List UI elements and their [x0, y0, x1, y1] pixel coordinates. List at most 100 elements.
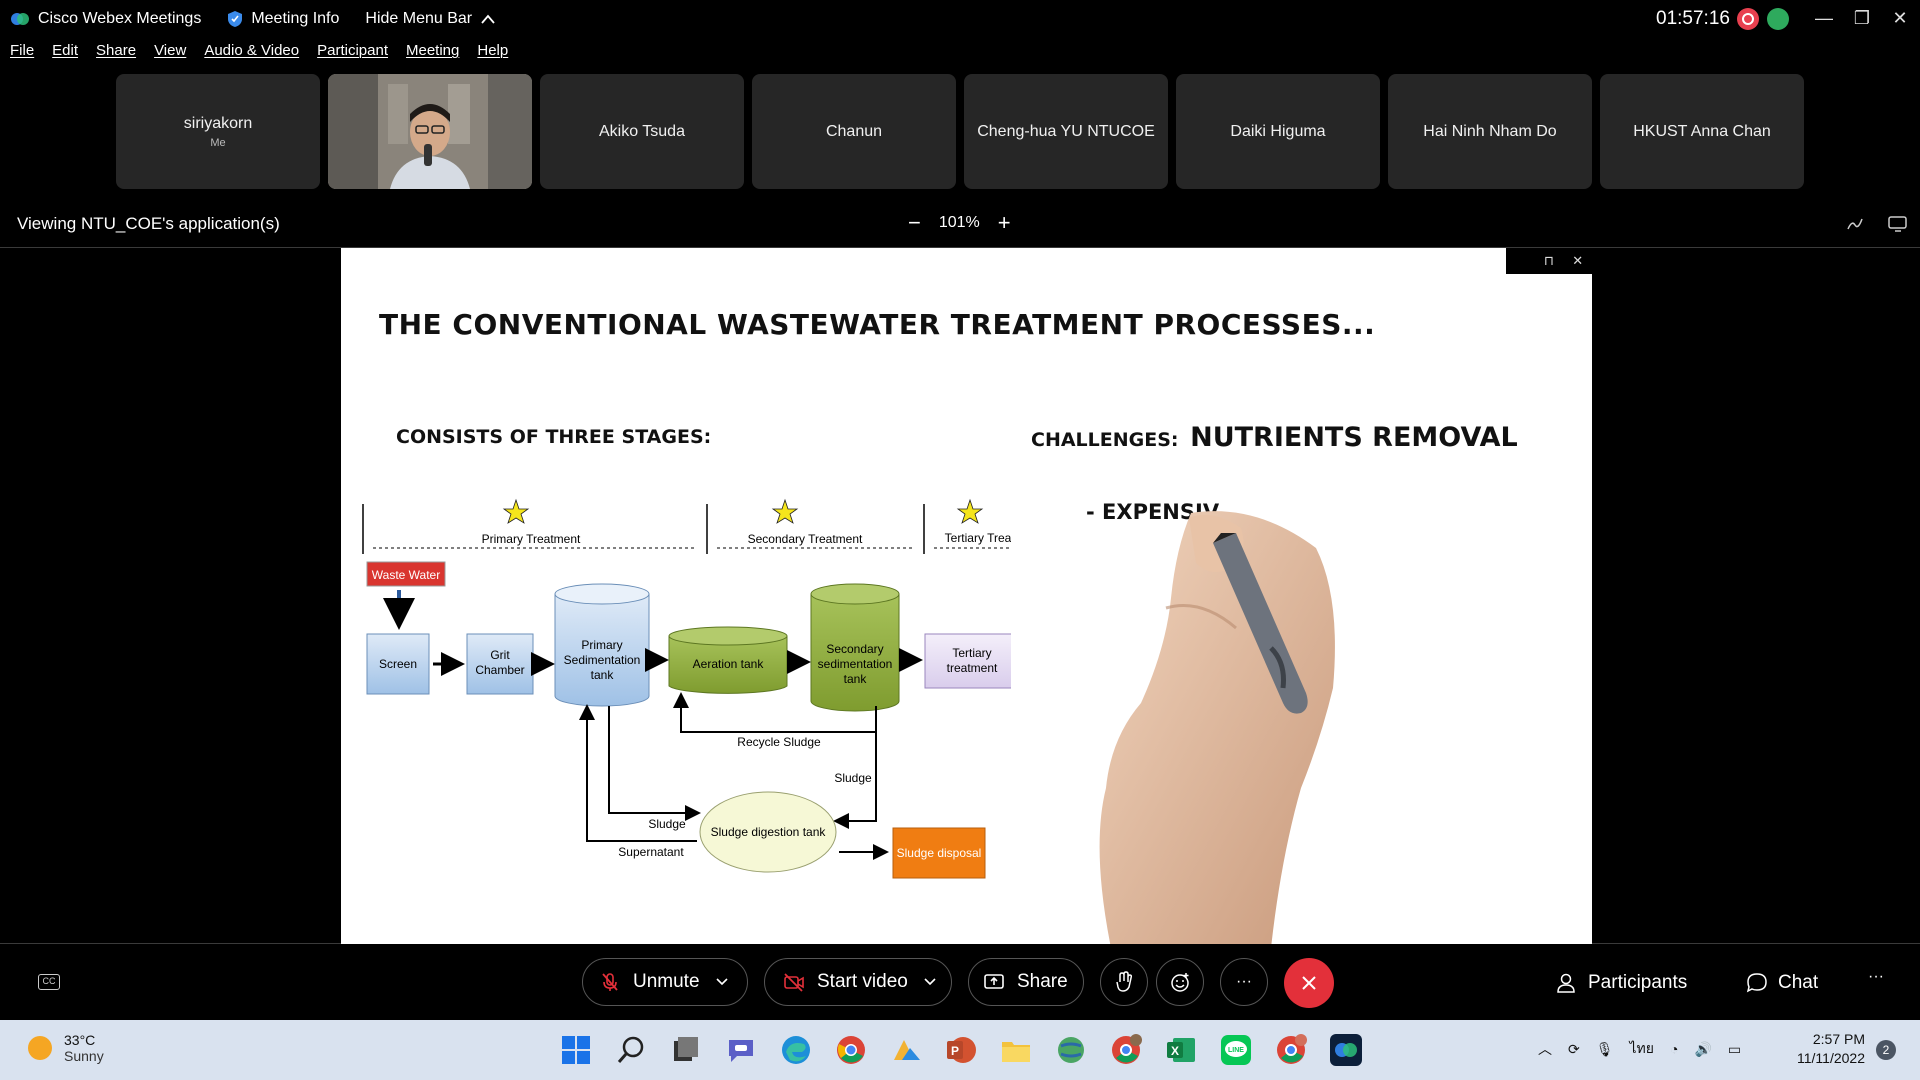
- powerpoint-icon[interactable]: P: [943, 1032, 979, 1068]
- wifi-icon[interactable]: ◔: [1670, 1041, 1679, 1057]
- participant-name: Cheng-hua YU NTUCOE: [977, 122, 1155, 140]
- edge-browser-icon[interactable]: [778, 1032, 814, 1068]
- zoom-level: 101%: [938, 214, 980, 231]
- challenges-value: NUTRIENTS REMOVAL: [1190, 422, 1518, 453]
- sludge-label-right: Sludge: [834, 771, 872, 785]
- participant-tile[interactable]: Hai Ninh Nham Do: [1388, 74, 1592, 189]
- task-view-icon[interactable]: [668, 1032, 704, 1068]
- start-video-button[interactable]: Start video: [764, 958, 952, 1006]
- reactions-button[interactable]: [1156, 958, 1204, 1006]
- sync-icon[interactable]: ⟳: [1568, 1040, 1580, 1057]
- menu-audio-video[interactable]: Audio & Video: [204, 42, 300, 59]
- challenges-label: CHALLENGES:: [1031, 429, 1179, 451]
- start-video-label: Start video: [817, 971, 908, 992]
- chevron-down-icon[interactable]: [715, 978, 728, 986]
- teams-chat-icon[interactable]: [723, 1032, 759, 1068]
- participants-label: Participants: [1588, 972, 1688, 993]
- system-clock[interactable]: 2:57 PM 11/11/2022: [1797, 1030, 1865, 1068]
- microphone-muted-icon: [602, 973, 618, 991]
- notification-badge[interactable]: 2: [1876, 1040, 1896, 1060]
- participant-tile[interactable]: Cheng-hua YU NTUCOE: [964, 74, 1168, 189]
- file-explorer-icon[interactable]: [998, 1032, 1034, 1068]
- participant-name: Akiko Tsuda: [599, 122, 685, 140]
- search-icon[interactable]: [613, 1032, 649, 1068]
- primary-sed-label-1: Primary: [581, 638, 622, 652]
- participant-tile[interactable]: Chanun: [752, 74, 956, 189]
- annotate-icon[interactable]: [1846, 216, 1864, 232]
- chat-button[interactable]: Chat: [1746, 972, 1818, 994]
- unmute-label: Unmute: [633, 971, 700, 992]
- digestion-label: Sludge digestion tank: [711, 825, 827, 839]
- sludge-disposal-box: [892, 827, 986, 879]
- chevron-down-icon[interactable]: [924, 978, 936, 986]
- hide-menu-bar-button[interactable]: Hide Menu Bar: [365, 10, 496, 28]
- menu-help[interactable]: Help: [477, 42, 509, 59]
- chrome-profile-icon[interactable]: [1273, 1032, 1309, 1068]
- share-view-options-icon[interactable]: [1888, 216, 1908, 232]
- hand-icon: [1116, 971, 1133, 992]
- recording-icon[interactable]: [1737, 8, 1759, 30]
- mic-off-icon[interactable]: 🎙: [1595, 1040, 1614, 1057]
- participant-name: Daiki Higuma: [1230, 122, 1326, 140]
- zoom-out-button[interactable]: −: [908, 210, 921, 235]
- svg-text:LINE: LINE: [1228, 1047, 1244, 1054]
- volume-icon[interactable]: 🔊: [1694, 1040, 1712, 1057]
- zoom-in-button[interactable]: +: [997, 210, 1011, 235]
- chevron-up-icon[interactable]: ︿: [1538, 1041, 1552, 1057]
- menu-view[interactable]: View: [154, 42, 187, 59]
- chrome-icon[interactable]: [833, 1032, 869, 1068]
- participant-tile[interactable]: Daiki Higuma: [1176, 74, 1380, 189]
- line-app-icon[interactable]: LINE: [1218, 1032, 1254, 1068]
- participant-tile[interactable]: HKUST Anna Chan: [1600, 74, 1804, 189]
- zoom-controls: − 101% +: [908, 210, 1011, 235]
- input-language[interactable]: ไทย: [1629, 1040, 1654, 1056]
- minimize-icon[interactable]: —: [1815, 8, 1833, 28]
- restore-icon[interactable]: ❐: [1853, 8, 1871, 28]
- battery-icon[interactable]: ▭: [1727, 1040, 1742, 1057]
- weather-widget[interactable]: 33°C Sunny: [28, 1032, 104, 1064]
- close-share-icon[interactable]: ✕: [1572, 253, 1584, 268]
- windows-start-icon[interactable]: [558, 1032, 594, 1068]
- closed-captions-icon[interactable]: CC: [38, 974, 60, 990]
- overflow-menu-button[interactable]: ···: [1868, 968, 1884, 985]
- shared-window-controls: ⊓ ✕: [1506, 248, 1592, 274]
- close-icon: [1302, 976, 1316, 990]
- more-options-button[interactable]: ···: [1220, 958, 1268, 1006]
- excel-icon[interactable]: X: [1163, 1032, 1199, 1068]
- participant-tile[interactable]: Akiko Tsuda: [540, 74, 744, 189]
- taskbar-apps: P X LINE: [558, 1032, 1364, 1068]
- aeration-label: Aeration tank: [693, 657, 765, 671]
- menu-meeting[interactable]: Meeting: [406, 42, 460, 59]
- close-window-icon[interactable]: ✕: [1892, 8, 1908, 28]
- hide-menu-label: Hide Menu Bar: [365, 10, 473, 27]
- share-screen-icon: [984, 974, 1004, 989]
- slide-title: THE CONVENTIONAL WASTEWATER TREATMENT PR…: [379, 308, 1376, 341]
- meeting-info-button[interactable]: Meeting Info: [227, 10, 339, 28]
- participant-video-tile[interactable]: [328, 74, 532, 189]
- waste-water-label: Waste Water: [372, 568, 440, 582]
- person-icon: [1557, 973, 1575, 993]
- secondary-sed-label-1: Secondary: [826, 642, 883, 656]
- unmute-button[interactable]: Unmute: [582, 958, 748, 1006]
- leave-meeting-button[interactable]: [1284, 958, 1334, 1008]
- chat-bubble-icon: [1746, 973, 1767, 993]
- webex-app-icon[interactable]: [1328, 1032, 1364, 1068]
- participant-tile[interactable]: siriyakorn Me: [116, 74, 320, 189]
- menu-edit[interactable]: Edit: [52, 42, 79, 59]
- globe-app-icon[interactable]: [1053, 1032, 1089, 1068]
- star-icon: [502, 498, 530, 524]
- menu-share[interactable]: Share: [96, 42, 137, 59]
- title-bar: Cisco Webex Meetings Meeting Info Hide M…: [0, 0, 1920, 38]
- slide-subtitle: CONSISTS OF THREE STAGES:: [396, 426, 712, 448]
- raise-hand-button[interactable]: [1100, 958, 1148, 1006]
- participants-button[interactable]: Participants: [1556, 972, 1687, 994]
- primary-sedimentation-tank: [554, 594, 650, 707]
- share-button[interactable]: Share: [968, 958, 1084, 1006]
- menu-participant[interactable]: Participant: [317, 42, 388, 59]
- secondary-sed-label-3: tank: [844, 672, 868, 686]
- restore-window-icon[interactable]: ⊓: [1543, 253, 1555, 268]
- photos-icon[interactable]: [888, 1032, 924, 1068]
- menu-file[interactable]: File: [10, 42, 35, 59]
- chrome-profile-icon[interactable]: [1108, 1032, 1144, 1068]
- network-stats-icon[interactable]: [1767, 8, 1789, 30]
